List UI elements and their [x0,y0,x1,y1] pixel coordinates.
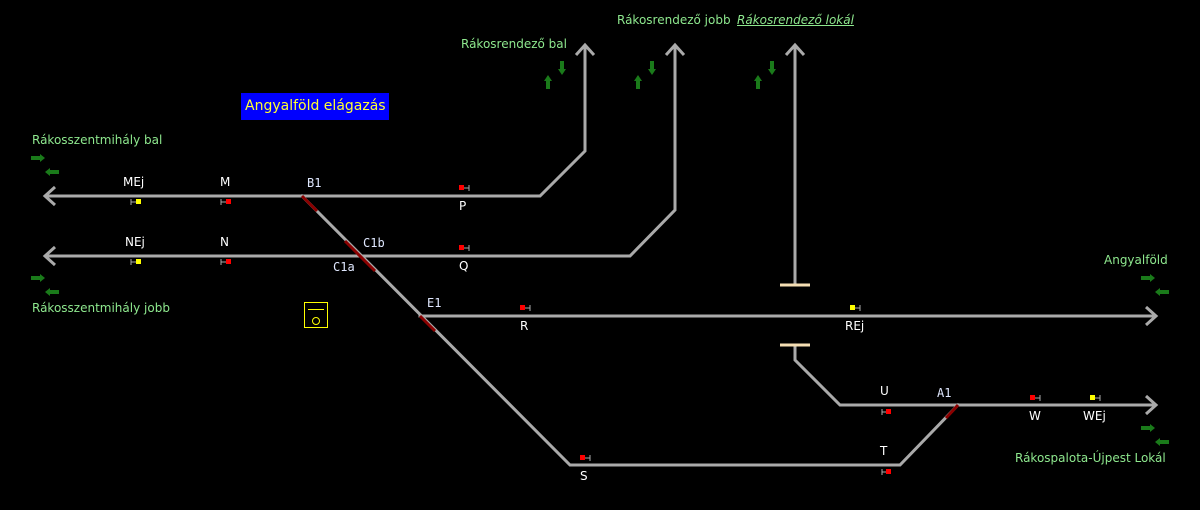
dest-rakosrendezo-lokal-link[interactable]: Rákosrendező lokál [737,13,854,27]
signal-WEj[interactable] [1090,395,1101,401]
signal-R[interactable] [520,305,531,311]
track-top[interactable] [45,45,587,198]
switch-C1-occupied[interactable] [343,239,377,273]
arrow-up-jobb [664,42,686,57]
direction-up-arrow-icon[interactable] [754,75,762,89]
signal-label-W: W [1029,409,1041,423]
signal-REj[interactable] [850,305,861,311]
signal-P[interactable] [459,185,470,191]
switch-label-A1: A1 [937,386,952,400]
signal-M[interactable] [220,199,231,205]
signal-W[interactable] [1030,395,1041,401]
signal-label-P: P [459,199,467,213]
switch-label-C1a: C1a [333,260,355,274]
signal-label-Q: Q [459,259,469,273]
arrow-right-angyalfold [1144,305,1159,327]
signal-label-N: N [220,235,229,249]
signal-label-NEj: NEj [125,235,145,249]
track-rakospalota[interactable] [793,344,1156,407]
signal-NEj[interactable] [130,259,141,265]
signal-U[interactable] [881,409,891,415]
signal-T[interactable] [881,469,891,475]
direction-down-arrow-icon[interactable] [648,61,656,75]
track-diagonal[interactable] [299,193,961,467]
station-title: Angyalföld elágazás [241,93,389,120]
signal-label-M: M [220,175,231,189]
direction-up-arrow-icon[interactable] [544,75,552,89]
dest-rakosszentmihaly-jobb: Rákosszentmihály jobb [32,301,170,315]
dest-rakosszentmihaly-bal: Rákosszentmihály bal [32,133,163,147]
dest-rakospalota-lokal: Rákospalota-Újpest Lokál [1015,451,1166,465]
signal-label-REj: REj [845,319,865,333]
switch-label-B1: B1 [307,176,322,190]
switch-label-C1b: C1b [363,236,385,250]
direction-out-arrow-icon[interactable] [1141,274,1155,282]
switch-label-E1: E1 [427,296,442,310]
track-second[interactable] [45,45,677,258]
arrow-left-top [42,185,57,207]
switch-E1-occupied[interactable] [418,314,437,333]
signal-N[interactable] [220,259,231,265]
direction-in-arrow-icon[interactable] [1155,438,1169,446]
direction-up-arrow-icon[interactable] [634,75,642,89]
direction-out-arrow-icon[interactable] [31,154,45,162]
direction-out-arrow-icon[interactable] [1141,424,1155,432]
dest-rakosrendezo-jobb: Rákosrendező jobb [617,13,731,27]
signal-label-T: T [880,444,888,458]
dest-rakosrendezo-bal: Rákosrendező bal [461,37,567,51]
signal-Q[interactable] [459,245,470,251]
arrow-left-second [42,245,57,267]
signal-label-U: U [880,384,889,398]
signal-label-R: R [520,319,529,333]
signal-label-MEj: MEj [123,175,145,189]
direction-down-arrow-icon[interactable] [768,61,776,75]
signal-S[interactable] [580,455,591,461]
direction-out-arrow-icon[interactable] [31,274,45,282]
direction-in-arrow-icon[interactable] [1155,288,1169,296]
arrow-right-rakospalota [1144,394,1159,416]
arrow-up-lokal [784,42,806,57]
switch-A1-occupied[interactable] [944,403,960,420]
signal-label-WEj: WEj [1083,409,1106,423]
signal-MEj[interactable] [130,199,141,205]
arrow-up-bal [574,42,596,57]
switch-B1-occupied[interactable] [300,194,319,213]
signal-label-S: S [580,469,588,483]
direction-down-arrow-icon[interactable] [558,61,566,75]
direction-in-arrow-icon[interactable] [45,288,59,296]
dest-angyalfold: Angyalföld [1104,253,1168,267]
control-panel-icon[interactable] [304,302,328,328]
direction-in-arrow-icon[interactable] [45,168,59,176]
